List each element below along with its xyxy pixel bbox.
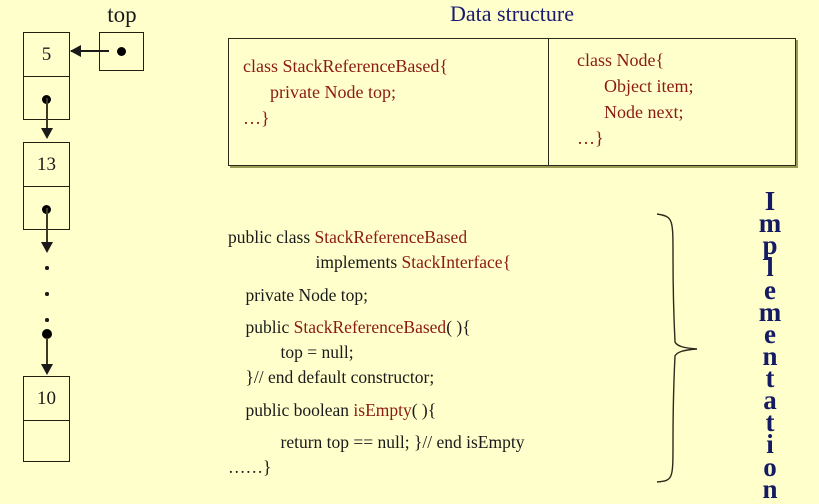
code-identifier: isEmpty <box>353 399 412 420</box>
right-curly-brace <box>656 213 698 483</box>
code-line: …} <box>577 128 604 149</box>
ellipsis-dot <box>45 292 49 296</box>
code-line: Node next; <box>577 102 684 123</box>
code-keyword: public boolean <box>228 399 354 420</box>
code-line: class StackReferenceBased{ <box>243 56 449 76</box>
code-line: ……} <box>228 456 658 479</box>
code-identifier: StackInterface{ <box>401 252 511 273</box>
code-line: public boolean isEmpty( ){ <box>228 399 658 422</box>
next-link-arrowhead <box>40 128 53 139</box>
code-keyword: implements <box>228 252 402 273</box>
vertical-label-letter: o <box>763 451 777 482</box>
code-line: return top == null; }// end isEmpty <box>228 431 658 454</box>
code-keyword: public <box>228 316 294 337</box>
code-line: Object item; <box>577 76 694 97</box>
next-link-arrowhead <box>40 242 53 253</box>
vertical-label-letter: l <box>766 252 774 283</box>
code-block: class StackReferenceBased{ private Node … <box>243 53 548 131</box>
list-node: 10 <box>23 376 70 462</box>
vertical-label-letter: m <box>758 296 782 327</box>
next-link-line <box>46 208 48 246</box>
code-keyword: ( ){ <box>446 316 471 337</box>
top-pointer-label: top <box>107 2 137 27</box>
code-keyword: public class <box>228 227 315 247</box>
code-line: private Node top; <box>243 82 396 103</box>
node-value: 10 <box>37 387 56 409</box>
page-title: Data structure <box>450 1 574 26</box>
data-structure-table: class StackReferenceBased{ private Node … <box>228 38 796 166</box>
code-line: implements StackInterface{ <box>228 251 658 274</box>
code-block: class Node{ Object item; Node next; …} <box>577 47 795 151</box>
table-cell-stack-class: class StackReferenceBased{ private Node … <box>229 39 549 165</box>
vertical-label-letter: p <box>762 230 778 261</box>
next-link-line <box>46 98 48 132</box>
ellipsis-dot <box>45 318 49 322</box>
vertical-label-letter: i <box>766 429 774 460</box>
vertical-label-letter: a <box>763 385 777 416</box>
code-keyword: }// end default constructor; <box>228 367 435 388</box>
code-keyword: private Node top; <box>228 284 368 305</box>
slide-canvas: top 5 13 <box>23 1 796 503</box>
code-line: public class StackReferenceBased <box>228 226 658 249</box>
vertical-label-letter: n <box>762 473 778 504</box>
code-line: private Node top; <box>228 284 658 307</box>
node-value: 5 <box>41 43 52 65</box>
vertical-label-letter: n <box>762 340 778 371</box>
top-pointer-arrowhead <box>70 45 81 57</box>
top-pointer-dot <box>117 47 126 56</box>
code-line: public StackReferenceBased( ){ <box>228 316 658 339</box>
code-keyword: top = null; <box>228 342 354 363</box>
top-pointer-arrow-line <box>71 50 109 52</box>
vertical-label-letter: m <box>758 208 782 239</box>
next-link-line <box>46 338 48 368</box>
node-next-dot <box>41 329 52 339</box>
vertical-label-letter: e <box>764 318 776 349</box>
code-keyword: return top == null; }// end isEmpty <box>228 431 525 452</box>
vertical-label-letter: I <box>764 186 776 216</box>
implementation-code-block: public class StackReferenceBased impleme… <box>228 226 658 481</box>
node-value-cell: 10 <box>24 377 69 421</box>
code-line: …} <box>243 108 270 129</box>
vertical-label-letter: t <box>765 407 775 438</box>
code-identifier: StackReferenceBased <box>314 227 468 247</box>
code-line: top = null; <box>228 341 658 364</box>
code-keyword: ……} <box>228 457 272 478</box>
vertical-label-letter: e <box>764 274 776 305</box>
vertical-label-letter: t <box>765 363 775 393</box>
ellipsis-dot <box>45 266 49 270</box>
table-cell-node-class: class Node{ Object item; Node next; …} <box>549 39 795 165</box>
code-identifier: StackReferenceBased <box>293 316 447 337</box>
code-line: class Node{ <box>577 50 665 70</box>
code-line: }// end default constructor; <box>228 366 658 389</box>
code-keyword: ( ){ <box>411 399 437 420</box>
next-link-arrowhead <box>40 364 53 375</box>
node-value-cell: 13 <box>24 143 69 187</box>
node-value: 13 <box>37 153 56 175</box>
node-value-cell: 5 <box>24 33 69 77</box>
node-next-cell <box>24 421 69 465</box>
